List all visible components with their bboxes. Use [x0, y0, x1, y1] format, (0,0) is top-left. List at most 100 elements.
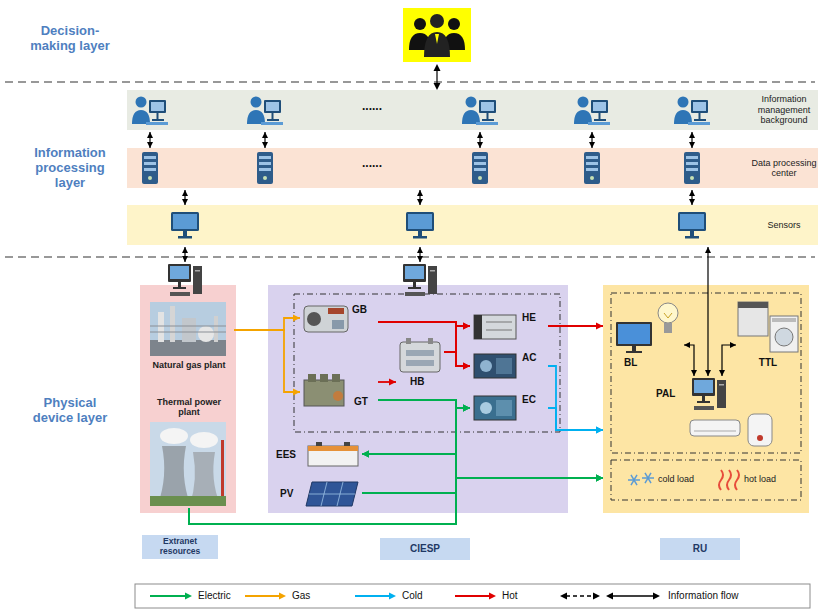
node-label: Natural gas plant: [146, 360, 232, 370]
manager-icon: [132, 97, 168, 126]
arrowhead: [719, 370, 725, 376]
legend-line-sample: [489, 593, 496, 600]
arrowhead: [477, 132, 483, 138]
washing-machine-picture: [770, 316, 798, 352]
absorption-chiller-picture: [474, 354, 516, 378]
sensor-icon: [678, 212, 706, 239]
connector: [362, 405, 470, 455]
connector-line: [378, 400, 603, 478]
gas-plant-picture: [214, 316, 218, 342]
pv-panel-picture: [309, 494, 355, 495]
snowflake-icon: [645, 473, 651, 483]
server-icon: [584, 152, 600, 184]
region-fill: [603, 285, 809, 513]
arrowhead: [262, 132, 268, 138]
gas-turbine-picture: [333, 391, 343, 401]
electric-chiller-picture: [480, 402, 492, 414]
legend-frame: [135, 584, 810, 608]
monitor-picture: [616, 322, 652, 353]
connector-line: [548, 408, 603, 430]
gas-plant-picture: [150, 326, 226, 327]
server-icon: [472, 152, 488, 184]
layer-band: Data processing center: [127, 148, 820, 190]
thermal-plant-picture: [221, 440, 224, 504]
electric-chiller-picture: [496, 400, 512, 416]
gas-plant-picture: [198, 326, 214, 342]
heat-exchanger-picture: [486, 322, 512, 323]
server-icon: [142, 152, 700, 184]
legend-line-sample: [560, 593, 567, 600]
band-fill: [127, 90, 818, 130]
dishwasher-picture: [738, 302, 768, 336]
connector: [147, 132, 153, 148]
gas-plant-picture: [182, 318, 196, 342]
arrowhead: [417, 247, 423, 253]
layer-divider: [5, 81, 815, 82]
region-fill: [140, 285, 236, 513]
layer-band: Sensors: [127, 205, 820, 247]
layer-title: Decision-making layer: [24, 24, 116, 54]
connector-line: [378, 322, 470, 366]
load-label: cold load: [658, 474, 694, 484]
arrowhead: [463, 323, 470, 330]
manager-icon: [247, 97, 283, 126]
arrowhead: [182, 199, 188, 205]
legend-line-sample: [612, 595, 654, 596]
region-fill: [140, 285, 809, 513]
sensor-icon: [171, 212, 706, 239]
pv-panel-picture: [337, 482, 343, 506]
absorption-chiller-picture: [496, 358, 512, 374]
connector-line: [362, 478, 603, 493]
heat-exchanger-picture: [474, 315, 516, 339]
heat-exchanger-picture: [474, 315, 516, 339]
band-label: Information management background: [750, 90, 818, 130]
arrowhead: [293, 389, 300, 396]
legend-line-sample: [455, 595, 490, 597]
device-box: TTL: [736, 300, 802, 372]
arrowhead: [293, 315, 300, 322]
gas-plant-picture: [170, 306, 175, 342]
region-panel: RUBLTTLPAL: [603, 285, 809, 513]
heat-icon: [719, 470, 739, 490]
information-arrow: [434, 83, 441, 90]
connector: [378, 322, 470, 370]
heat-recovery-boiler-picture: [400, 338, 440, 372]
legend-line-sample: [355, 595, 390, 597]
node-label: AC: [522, 352, 536, 364]
connector: [362, 400, 456, 458]
arrowhead: [596, 475, 603, 482]
gas-turbine-picture: [308, 374, 316, 382]
gas-plant-picture: [150, 302, 226, 356]
thermal-plant-picture: [160, 428, 188, 444]
connector: [362, 451, 456, 494]
manager-icon: [132, 97, 710, 126]
legend-label: Cold: [402, 590, 423, 602]
decision-makers-icon: [448, 18, 460, 30]
electric-chiller-picture: [474, 396, 516, 420]
gas-boiler-picture: [304, 306, 348, 332]
connector: [362, 454, 603, 482]
legend-line-sample: [185, 593, 192, 600]
snowflake-icon: [631, 475, 637, 485]
heat-recovery-boiler-picture: [406, 350, 434, 356]
node-label: Thermal power plant: [146, 397, 232, 418]
region-caption: CIESP: [380, 538, 470, 560]
server-icon: [257, 152, 273, 184]
connector-line: [189, 478, 603, 524]
dashed-frame: [611, 293, 801, 453]
heat-icon: [727, 470, 731, 490]
legend-label: Gas: [292, 590, 310, 602]
connector-line: [234, 318, 300, 330]
computer-icon: [403, 264, 437, 296]
connector: [689, 132, 695, 148]
decision-makers-icon: [430, 14, 444, 28]
connector-line: [189, 454, 456, 524]
computer-picture: [692, 378, 726, 410]
air-conditioner-picture: [690, 420, 740, 436]
water-heater-picture: [757, 435, 763, 441]
device-box: GT: [300, 372, 378, 412]
connector: [548, 408, 603, 434]
ellipsis-mark: ......: [362, 100, 382, 114]
connector: [444, 352, 470, 370]
